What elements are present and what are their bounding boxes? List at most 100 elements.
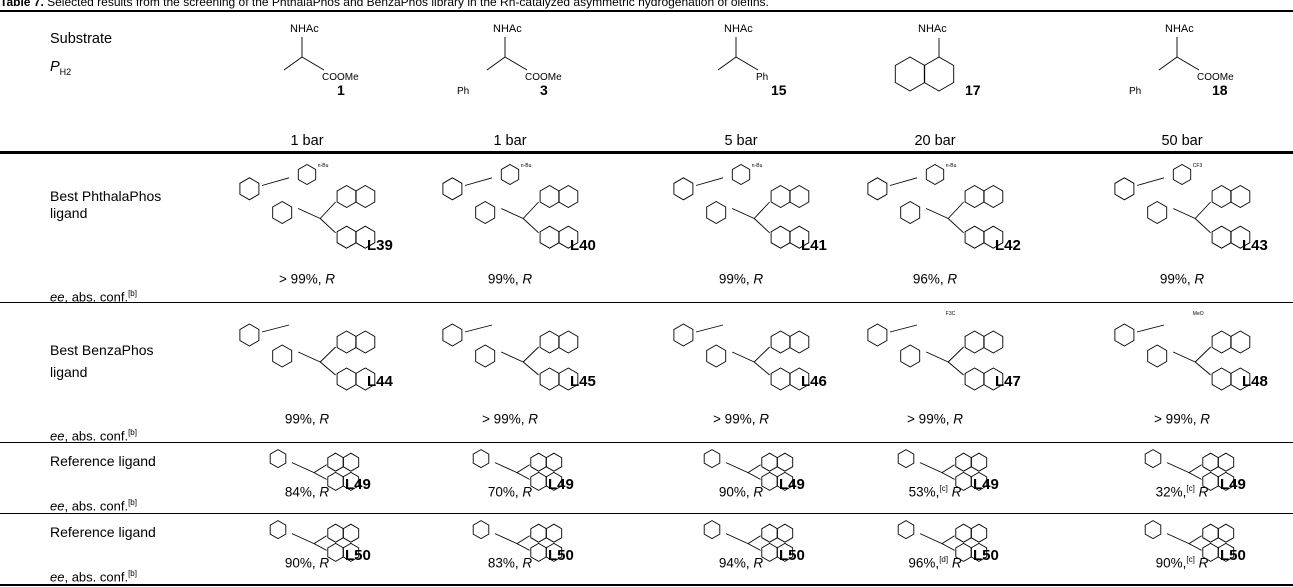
bond [725, 533, 749, 545]
naphthyl-ring [327, 523, 344, 543]
ee-footnote: [c] [1186, 555, 1195, 564]
ee-percent: 94%, [718, 555, 754, 571]
ee-value: 99%, R [1082, 268, 1282, 288]
bond [516, 472, 530, 480]
ee-value: 99%, R [641, 268, 841, 288]
ligand-structure-L44 [239, 323, 376, 391]
abs-config: R [947, 271, 958, 287]
aryl-ring [239, 177, 260, 201]
abs-config: R [319, 484, 330, 500]
bond [313, 472, 327, 480]
aryl-ring [475, 344, 496, 368]
naphthyl-ring [327, 452, 344, 472]
abs-config: R [953, 411, 963, 427]
substrate-group-nhac: NHAc [290, 23, 319, 35]
aryl-ring [1172, 163, 1192, 186]
naphthyl-ring [355, 330, 376, 354]
abs-config: R [325, 271, 335, 287]
naphthyl-ring [789, 330, 810, 354]
substrate-group-nhac: NHAc [724, 23, 753, 35]
ee-italic: ee [50, 428, 65, 444]
substrate-structure-17: NHAc [894, 23, 955, 92]
bond [501, 208, 524, 219]
bond [283, 56, 303, 71]
substrate-group-nhac: NHAc [918, 23, 947, 35]
substrate-number: 18 [1212, 82, 1228, 98]
naphthyl-ring [355, 367, 376, 391]
ligand-id: L42 [995, 237, 1021, 255]
bond [1166, 462, 1190, 474]
bond [516, 535, 530, 544]
abs-config: R [522, 484, 533, 500]
ligand-structure-L40: n-Bu [442, 163, 579, 249]
naphthyl-ring [770, 184, 791, 209]
bond [941, 472, 955, 480]
ee-percent: 53%, [908, 484, 940, 500]
naphthyl-ring [539, 330, 560, 354]
bond [695, 177, 724, 186]
bond [725, 462, 749, 474]
bond [732, 351, 755, 363]
bond [1166, 533, 1190, 545]
ligand-structure-L39: n-Bu [239, 163, 376, 249]
naphthyl-ring [545, 471, 563, 491]
bond [753, 346, 770, 363]
substrate-pressure: 20 bar [914, 133, 956, 149]
ligand-structure-L49 [472, 449, 563, 491]
ee-italic: ee [50, 289, 65, 305]
naphthyl-ring [983, 184, 1004, 209]
naphthyl-ring [770, 367, 791, 391]
bond [753, 361, 770, 376]
aryl-ring [269, 449, 287, 469]
substrate-number: 17 [965, 82, 981, 98]
row-label-line: Best PhthalaPhos [50, 188, 162, 204]
bond [695, 324, 724, 333]
naphthyl-ring [539, 184, 560, 209]
naphthyl-ring [789, 225, 810, 249]
naphthyl-ring [761, 452, 778, 472]
bond [261, 324, 290, 333]
naphthyl-ring [545, 452, 563, 472]
aryl-ring [703, 520, 721, 540]
substrate-label: Substrate [50, 31, 113, 47]
bond [464, 324, 493, 333]
aryl-ring [900, 344, 921, 368]
ee-percent: > 99%, [713, 411, 760, 427]
aryl-ring [442, 323, 463, 347]
aryl-ring [1144, 520, 1162, 540]
bond [947, 201, 964, 219]
ee-value: > 99%, R [410, 408, 610, 428]
naphthyl-ring [342, 471, 360, 491]
aryl-ring [706, 200, 727, 225]
bond [1194, 346, 1211, 363]
ligand-structure-L42: n-Bu [867, 163, 1004, 249]
naphthyl-ring [789, 184, 810, 209]
naphthyl-ring [970, 452, 988, 472]
abs-config: R [947, 484, 962, 500]
bond [1194, 201, 1211, 219]
substrate-number: 1 [337, 82, 345, 98]
naphthyl-ring [1211, 184, 1232, 209]
aryl-ring [867, 177, 888, 201]
naphthyl-ring [970, 523, 988, 543]
bond [516, 464, 530, 473]
abs-config: R [1194, 555, 1209, 571]
bond [753, 201, 770, 219]
ee-percent: 84%, [284, 484, 320, 500]
naphthyl-ring [983, 225, 1004, 249]
naphthyl-ring [539, 225, 560, 249]
bottom-rule [0, 584, 1293, 586]
ligand-id: L50 [973, 547, 999, 565]
ee-percent: 99%, [487, 271, 523, 287]
substituent-label: F3C [946, 311, 956, 317]
naphthyl-ring [776, 471, 794, 491]
aryl-ring [731, 163, 751, 186]
substrate-group-coome: COOMe [1197, 72, 1234, 83]
ee-value: 94%, R [641, 552, 841, 572]
bond [747, 543, 761, 551]
naphthyl-ring [342, 452, 360, 472]
naphthyl-ring [342, 523, 360, 543]
aryl-ring [239, 323, 260, 347]
ee-note: [b] [128, 498, 137, 507]
